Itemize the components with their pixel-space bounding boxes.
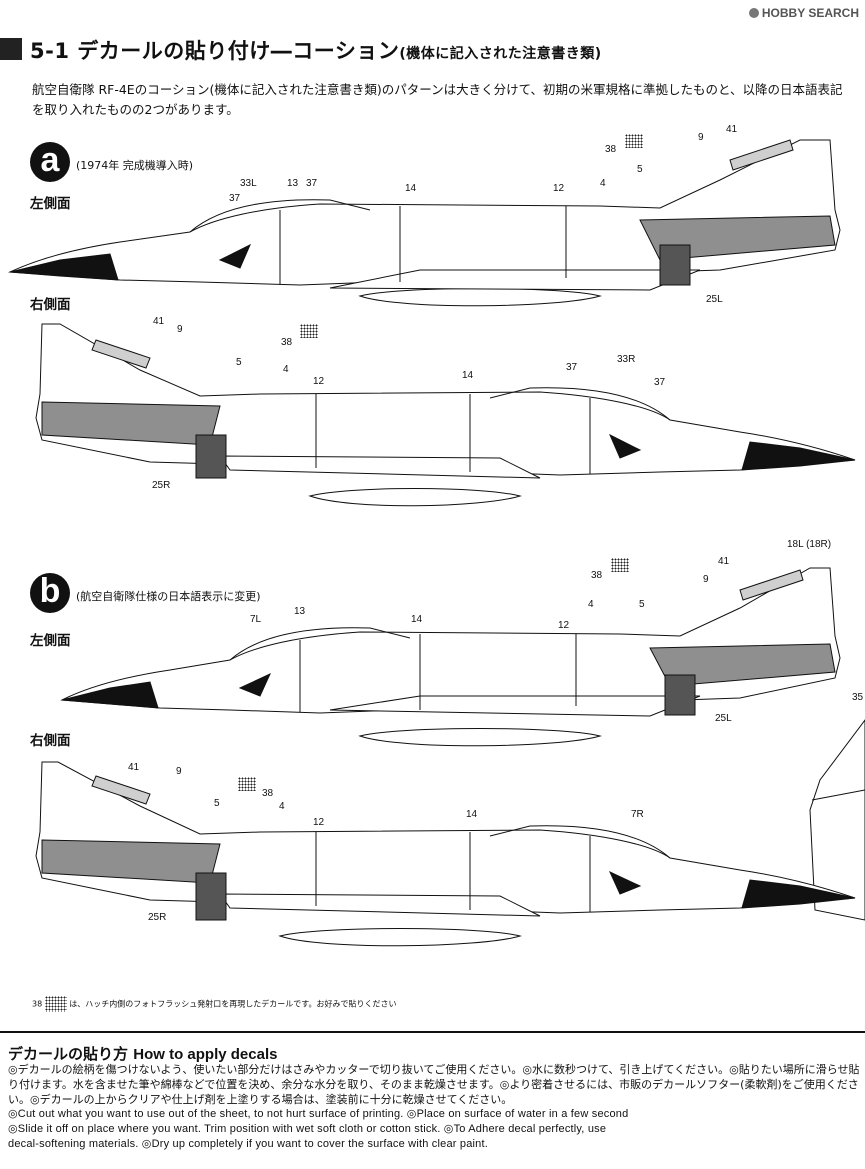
photo-flash-decal-icon xyxy=(625,134,643,148)
callout-b-left-8: 13 xyxy=(294,606,306,617)
tail-fragment-drawing xyxy=(809,719,865,921)
callout-a-left-1: 33L xyxy=(240,178,257,189)
callout-a-right-1: 41 xyxy=(153,316,165,327)
callout-b-right-2: 9 xyxy=(176,766,182,777)
howto-en-line-2: ◎Slide it off on place where you want. T… xyxy=(8,1123,607,1135)
intro-text: 航空自衛隊 RF-4Eのコーション(機体に記入された注意書き類)のパターンは大き… xyxy=(32,82,843,117)
callout-a-left-12: 25L xyxy=(706,294,723,305)
callout-b-left-10: 12 xyxy=(558,620,570,631)
photo-flash-decal-icon xyxy=(238,777,256,791)
panel-a-left-label: 左側面 xyxy=(30,196,71,212)
callout-a-left-9: 5 xyxy=(637,164,643,175)
callout-b-right-4: 5 xyxy=(214,798,220,809)
aircraft-b-left-drawing xyxy=(60,567,841,747)
panel-b-right-label: 右側面 xyxy=(30,733,71,749)
callout-a-right-2: 9 xyxy=(177,324,183,335)
callout-a-left-3: 37 xyxy=(306,178,318,189)
section-marker xyxy=(0,38,22,60)
callout-a-left-4: 37 xyxy=(229,193,241,204)
aircraft-a-left-drawing xyxy=(8,139,841,307)
callout-b-right-1: 41 xyxy=(128,762,140,773)
panel-b-left-label: 左側面 xyxy=(30,633,71,649)
callout-a-right-7: 14 xyxy=(462,370,474,381)
hobby-search-logo: HOBBY SEARCH xyxy=(748,6,859,20)
logo-mark-icon xyxy=(748,8,759,18)
callout-a-right-5: 4 xyxy=(283,364,289,375)
footnote-text: は、ハッチ内側のフォトフラッシュ発射口を再現したデカールです。お好みで貼りくださ… xyxy=(69,999,397,1009)
section-title: 5-1 デカールの貼り付け―コーション(機体に記入された注意書き類) xyxy=(30,35,602,65)
callout-b-left-7: 7L xyxy=(250,614,262,625)
panel-a-badge: a xyxy=(30,142,70,182)
callout-a-left-7: 4 xyxy=(600,178,606,189)
callout-b-right-9: 25R xyxy=(148,912,167,923)
callout-b-right-7: 14 xyxy=(466,809,478,820)
footnote-number: 38 xyxy=(32,999,43,1009)
howto-title-en: How to apply decals xyxy=(133,1046,278,1063)
photo-flash-decal-icon xyxy=(44,996,67,1012)
callout-a-right-4: 5 xyxy=(236,357,242,368)
howto-title: デカールの貼り方 How to apply decals xyxy=(8,1043,277,1064)
callout-b-left-2: 38 xyxy=(591,570,603,581)
howto-instructions: ◎デカールの絵柄を傷つけないよう、使いたい部分だけはさみやカッターで切り抜いてご… xyxy=(8,1062,860,1152)
callout-a-left-10: 9 xyxy=(698,132,704,143)
callout-b-right-5: 4 xyxy=(279,801,285,812)
callout-b-right-8: 7R xyxy=(631,809,644,820)
callout-b-left-3: 41 xyxy=(718,556,730,567)
section-heading-sub: (機体に記入された注意書き類) xyxy=(399,46,602,62)
callout-a-right-6: 12 xyxy=(313,376,325,387)
panel-a-caption: (1974年 完成機導入時) xyxy=(76,159,194,172)
callout-a-left-8: 38 xyxy=(605,144,617,155)
decal-38-footnote: 38 は、ハッチ内側のフォトフラッシュ発射口を再現したデカールです。お好みで貼り… xyxy=(32,996,396,1012)
callout-a-right-9: 33R xyxy=(617,354,636,365)
howto-en-line-1: ◎Cut out what you want to use out of the… xyxy=(8,1108,629,1120)
callout-b-left-12: 35 xyxy=(852,692,864,703)
howto-en-line-3: decal-softening materials. ◎Dry up compl… xyxy=(8,1138,489,1150)
callout-b-left-5: 4 xyxy=(588,599,594,610)
aircraft-a-right-drawing xyxy=(35,323,856,507)
callout-b-left-1: 18L (18R) xyxy=(787,539,832,550)
callout-a-right-3: 38 xyxy=(281,337,293,348)
panel-a-right-label: 右側面 xyxy=(30,297,71,313)
aircraft-b-right-drawing xyxy=(35,761,856,947)
section-number: 5-1 xyxy=(30,39,70,63)
callout-a-right-10: 37 xyxy=(654,377,666,388)
howto-title-jp: デカールの貼り方 xyxy=(8,1045,129,1063)
callout-b-right-6: 12 xyxy=(313,817,325,828)
callout-b-left-6: 5 xyxy=(639,599,645,610)
callout-b-left-9: 14 xyxy=(411,614,423,625)
callout-a-left-5: 14 xyxy=(405,183,417,194)
divider xyxy=(0,1031,865,1033)
howto-jp-text: ◎デカールの絵柄を傷つけないよう、使いたい部分だけはさみやカッターで切り抜いてご… xyxy=(8,1063,860,1106)
callout-a-left-11: 41 xyxy=(726,124,738,135)
photo-flash-decal-icon xyxy=(300,324,318,338)
callout-a-left-6: 12 xyxy=(553,183,565,194)
callout-a-right-8: 37 xyxy=(566,362,578,373)
panel-b-caption: (航空自衛隊仕様の日本語表示に変更) xyxy=(76,590,261,603)
panel-b-badge: b xyxy=(30,573,70,613)
callout-a-left-2: 13 xyxy=(287,178,299,189)
photo-flash-decal-icon xyxy=(611,558,629,572)
callout-b-right-3: 38 xyxy=(262,788,274,799)
callout-a-right-11: 25R xyxy=(152,480,171,491)
section-heading: デカールの貼り付け―コーション xyxy=(77,39,400,63)
callout-b-left-11: 25L xyxy=(715,713,732,724)
callout-b-left-4: 9 xyxy=(703,574,709,585)
